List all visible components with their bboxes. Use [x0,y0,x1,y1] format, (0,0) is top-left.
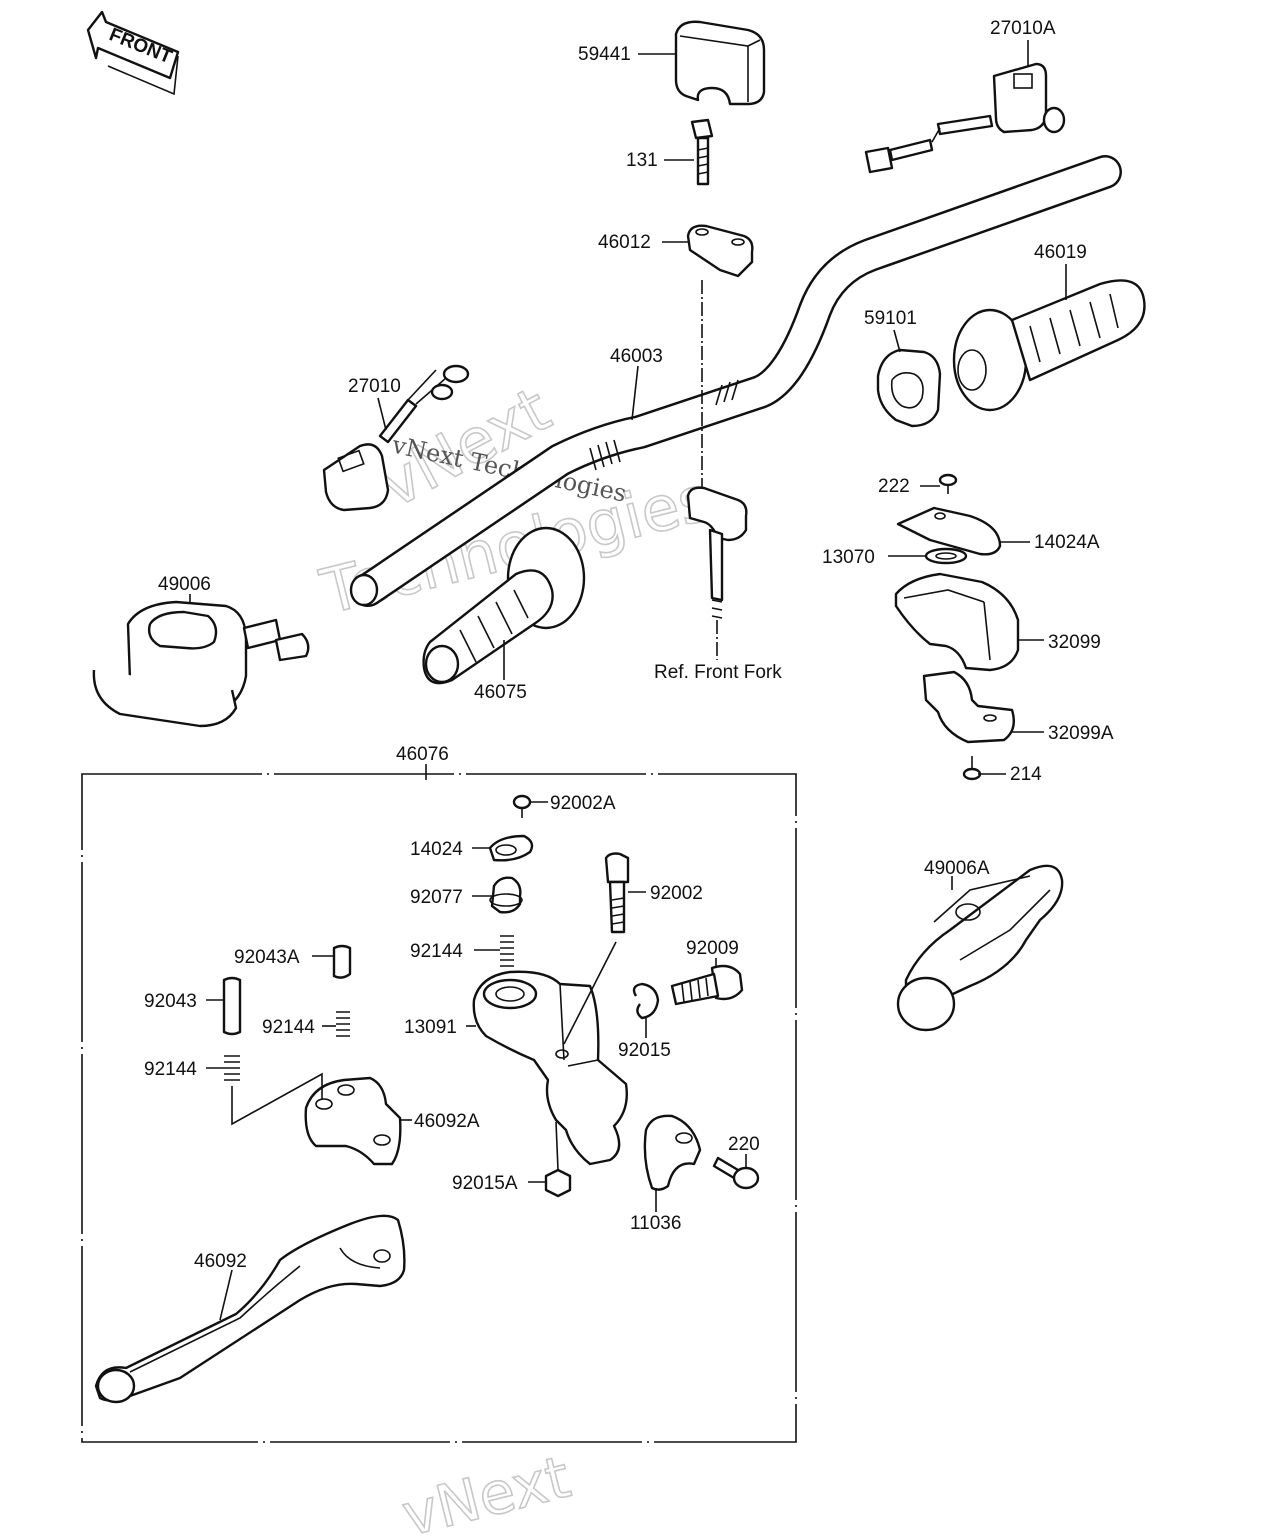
label-11036: 11036 [630,1213,681,1234]
label-92043: 92043 [144,991,197,1012]
nut-92015A [544,1168,572,1198]
label-13070: 13070 [822,547,875,568]
clutch-lever-46092 [94,1214,406,1404]
label-32099A: 32099A [1048,723,1114,744]
screw-214 [962,756,982,781]
label-92009: 92009 [686,938,739,959]
label-27010: 27010 [348,376,401,397]
label-131: 131 [626,150,658,171]
label-14024A: 14024A [1034,532,1100,553]
label-ref-front-fork: Ref. Front Fork [654,662,782,683]
spring-92015 [632,982,660,1020]
label-46092A: 46092A [414,1111,480,1132]
adjuster-92077 [489,876,523,914]
label-92077: 92077 [410,887,463,908]
part-labels: 59441 131 46012 27010A 46019 59101 46003… [144,18,1114,1272]
label-46075: 46075 [474,682,527,703]
lever-cover-49006A [896,864,1064,1032]
label-214: 214 [1010,764,1042,785]
leader-lines [189,40,1067,1321]
pin-92043 [222,976,242,1036]
label-92015: 92015 [618,1040,671,1061]
handlebar-tube [349,155,1122,607]
label-32099: 32099 [1048,632,1101,653]
throttle-grip-46019 [952,279,1146,412]
label-92002A: 92002A [550,793,616,814]
assembly-box-46076 [81,773,797,1443]
label-220: 220 [728,1134,760,1155]
label-59441: 59441 [578,44,631,65]
lever-cover-49006 [92,600,310,728]
label-46076: 46076 [396,744,449,765]
adjuster-screw-92009 [670,964,744,1006]
screw-92002A [512,794,532,818]
spring-92144-left [224,1055,240,1081]
label-92144-top: 92144 [410,941,463,962]
front-arrow-icon: FRONT [86,10,180,96]
label-92144-mid: 92144 [262,1017,315,1038]
screw-220 [712,1156,760,1190]
switch-27010 [322,364,470,512]
spring-92144-mid [336,1011,350,1037]
lever-holder-13091 [472,970,628,1166]
housing-lower-32099A [922,670,1015,744]
label-49006A: 49006A [924,858,990,879]
spring-92144-top [500,935,514,967]
upper-clamp-46012 [686,224,754,278]
throttle-cable-holder-59101 [876,348,942,428]
screw-222 [938,473,958,494]
label-46003: 46003 [610,346,663,367]
washer-13070 [924,547,968,565]
clamp-11036 [643,1114,702,1191]
pivot-block-46092A [304,1076,402,1166]
bolt-131 [690,118,714,186]
label-92043A: 92043A [234,947,300,968]
label-27010A: 27010A [990,18,1056,39]
plate-14024 [488,834,534,862]
label-222: 222 [878,476,910,497]
pin-92043A [332,944,352,979]
label-92144-left: 92144 [144,1059,197,1080]
label-14024: 14024 [410,839,463,860]
label-46019: 46019 [1034,242,1087,263]
label-49006: 49006 [158,574,211,595]
label-59101: 59101 [864,308,917,329]
label-92002: 92002 [650,883,703,904]
housing-32099 [894,572,1020,672]
label-46012: 46012 [598,232,651,253]
cable-plate-14024A [896,506,1002,556]
left-grip-46075 [422,526,586,685]
label-92015A: 92015A [452,1173,518,1194]
bolt-92002 [604,852,630,934]
label-13091: 13091 [404,1017,457,1038]
label-46092: 46092 [194,1251,247,1272]
handlebar-cover-59441 [674,20,766,106]
switch-27010A [864,62,1066,174]
watermark-vnext-bottom: vNext [396,1443,577,1536]
lower-holder [686,486,748,660]
